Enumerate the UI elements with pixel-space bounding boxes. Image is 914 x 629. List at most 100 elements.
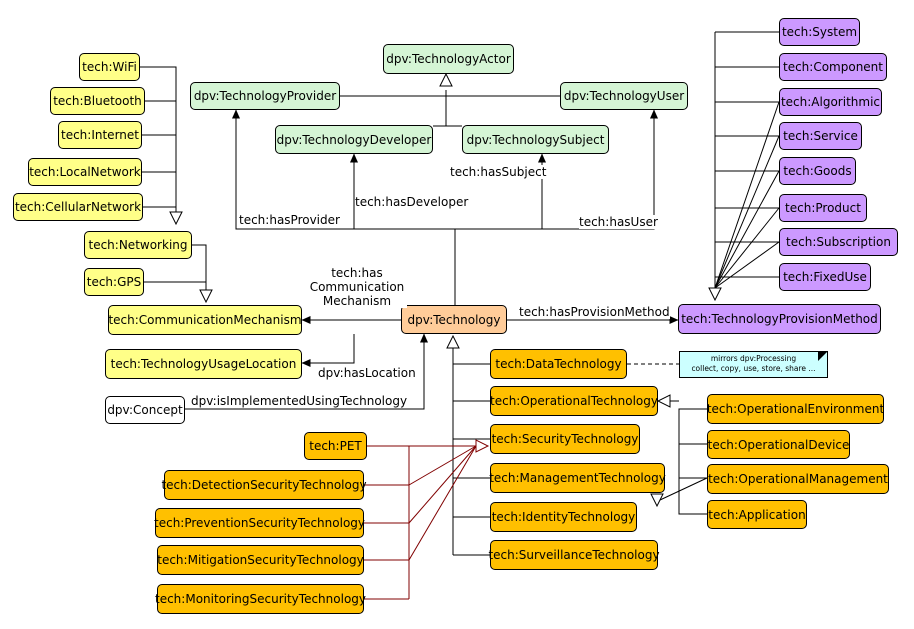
node-technologydeveloper[interactable]: dpv:TechnologyDeveloper: [275, 125, 433, 154]
node-component-label: tech:Component: [782, 60, 883, 74]
node-networking-label: tech:Networking: [88, 238, 188, 252]
node-pet[interactable]: tech:PET: [304, 432, 367, 460]
node-technologydeveloper-label: dpv:TechnologyDeveloper: [276, 132, 432, 147]
label-hascomm-line1: tech:has: [331, 266, 383, 280]
node-operationalenvironment[interactable]: tech:OperationalEnvironment: [707, 394, 884, 424]
node-technologyusagelocation-label: tech:TechnologyUsageLocation: [110, 357, 297, 371]
edge-haslocation: [301, 334, 355, 367]
node-operationaldevice[interactable]: tech:OperationalDevice: [707, 430, 850, 459]
note-line-1: mirrors dpv:Processing: [710, 354, 797, 363]
node-datatechnology-label: tech:DataTechnology: [495, 357, 622, 371]
node-gps[interactable]: tech:GPS: [84, 268, 144, 296]
node-monitoringsecuritytechnology[interactable]: tech:MonitoringSecurityTechnology: [155, 584, 367, 614]
node-detectionsecuritytechnology[interactable]: tech:DetectionSecurityTechnology: [161, 470, 367, 500]
node-application-label: tech:Application: [708, 507, 806, 522]
edge-hasuser: [455, 109, 658, 230]
node-technologyactor[interactable]: dpv:TechnologyActor: [383, 44, 514, 74]
gen-arrow-mgmttech: [650, 493, 664, 508]
label-hascommunicationmechanism: tech:has Communication Mechanism: [307, 266, 407, 308]
node-operationaltechnology[interactable]: tech:OperationalTechnology: [490, 386, 658, 416]
node-technologyprovider[interactable]: dpv:TechnologyProvider: [190, 82, 340, 110]
gen-arrow-technology: [446, 334, 460, 349]
node-service[interactable]: tech:Service: [779, 122, 862, 150]
edge-opmgmt-mgmttech: [659, 477, 708, 501]
edge-fan-c: [408, 445, 477, 561]
node-preventionsecuritytechnology[interactable]: tech:PreventionSecurityTechnology: [154, 508, 365, 538]
node-fixeduse-label: tech:FixedUse: [783, 270, 867, 284]
node-cellularnetwork[interactable]: tech:CellularNetwork: [13, 193, 143, 221]
label-haslocation: dpv:hasLocation: [318, 366, 416, 380]
node-system[interactable]: tech:System: [779, 18, 860, 46]
edge-wifi-networking: [140, 66, 177, 224]
node-application[interactable]: tech:Application: [707, 500, 807, 529]
node-communicationmechanism-label: tech:CommunicationMechanism: [108, 313, 302, 327]
edge-fan-5: [714, 241, 780, 289]
note-line-2: collect, copy, use, store, share ...: [691, 364, 816, 373]
node-technologyprovisionmethod[interactable]: tech:TechnologyProvisionMethod: [678, 304, 881, 334]
node-operationaltechnology-label: tech:OperationalTechnology: [490, 394, 658, 408]
gen-arrow-networking: [169, 211, 183, 226]
node-operationalenvironment-label: tech:OperationalEnvironment: [706, 402, 885, 416]
node-detectionsecuritytechnology-label: tech:DetectionSecurityTechnology: [161, 478, 367, 492]
note-data-technology: mirrors dpv:Processing collect, copy, us…: [679, 351, 828, 378]
node-technologyprovider-label: dpv:TechnologyProvider: [193, 89, 337, 103]
node-surveillancetechnology[interactable]: tech:SurveillanceTechnology: [488, 540, 660, 570]
node-preventionsecuritytechnology-label: tech:PreventionSecurityTechnology: [154, 516, 365, 530]
label-hasuser: tech:hasUser: [579, 215, 658, 229]
node-technologyusagelocation[interactable]: tech:TechnologyUsageLocation: [105, 349, 302, 379]
node-securitytechnology-label: tech:SecurityTechnology: [491, 432, 639, 446]
edge-fan-2: [714, 135, 780, 289]
node-technology[interactable]: dpv:Technology: [401, 305, 507, 334]
node-managementtechnology-label: tech:ManagementTechnology: [489, 471, 666, 485]
note-fold-icon: [818, 351, 828, 361]
node-mitigationsecuritytechnology[interactable]: tech:MitigationSecurityTechnology: [157, 545, 364, 575]
node-securitytechnology[interactable]: tech:SecurityTechnology: [490, 424, 640, 454]
node-cellularnetwork-label: tech:CellularNetwork: [14, 200, 142, 214]
node-surveillancetechnology-label: tech:SurveillanceTechnology: [488, 548, 660, 562]
node-managementtechnology[interactable]: tech:ManagementTechnology: [489, 463, 666, 493]
edge-fan-3: [714, 170, 780, 289]
node-component[interactable]: tech:Component: [779, 53, 887, 81]
node-monitoringsecuritytechnology-label: tech:MonitoringSecurityTechnology: [155, 592, 367, 606]
node-internet-label: tech:Internet: [61, 128, 139, 142]
node-internet[interactable]: tech:Internet: [58, 121, 142, 149]
node-subscription-label: tech:Subscription: [786, 235, 891, 249]
node-algorithmic-label: tech:Algorithmic: [780, 95, 881, 109]
gen-arrow-optech: [656, 394, 671, 408]
node-operationalmanagement-label: tech:OperationalManagement: [708, 472, 888, 486]
edge-networking-commmech: [192, 244, 207, 290]
gen-arrow-sectech: [475, 439, 490, 453]
label-hascomm-line2: Communication: [309, 280, 405, 294]
node-datatechnology[interactable]: tech:DataTechnology: [490, 349, 627, 379]
node-goods[interactable]: tech:Goods: [779, 157, 856, 185]
node-service-label: tech:Service: [783, 129, 858, 143]
node-algorithmic[interactable]: tech:Algorithmic: [779, 88, 882, 116]
node-fixeduse[interactable]: tech:FixedUse: [779, 263, 871, 291]
node-technologysubject[interactable]: dpv:TechnologySubject: [462, 125, 609, 154]
node-operationaldevice-label: tech:OperationalDevice: [707, 437, 850, 452]
node-networking[interactable]: tech:Networking: [84, 231, 192, 259]
node-gps-label: tech:GPS: [86, 275, 142, 289]
node-concept-label: dpv:Concept: [107, 403, 183, 417]
label-isimplementedusingtechnology: dpv:isImplementedUsingTechnology: [191, 394, 408, 408]
node-wifi[interactable]: tech:WiFi: [79, 53, 140, 81]
node-operationalmanagement[interactable]: tech:OperationalManagement: [707, 464, 889, 494]
node-subscription[interactable]: tech:Subscription: [779, 228, 898, 256]
node-communicationmechanism[interactable]: tech:CommunicationMechanism: [108, 305, 302, 335]
node-product[interactable]: tech:Product: [779, 194, 867, 222]
node-pet-label: tech:PET: [309, 439, 362, 453]
node-technologyuser[interactable]: dpv:TechnologyUser: [560, 82, 688, 110]
node-technologyactor-label: dpv:TechnologyActor: [386, 52, 511, 66]
label-hassubject: tech:hasSubject: [450, 165, 547, 179]
label-hasprovisionmethod: tech:hasProvisionMethod: [519, 305, 670, 319]
edge-hasprovider: [232, 109, 455, 230]
node-bluetooth[interactable]: tech:Bluetooth: [50, 87, 145, 115]
node-identitytechnology[interactable]: tech:IdentityTechnology: [490, 502, 637, 532]
node-concept[interactable]: dpv:Concept: [105, 396, 185, 424]
node-bluetooth-label: tech:Bluetooth: [53, 94, 142, 108]
node-identitytechnology-label: tech:IdentityTechnology: [491, 510, 636, 524]
node-localnetwork-label: tech:LocalNetwork: [29, 165, 141, 179]
node-localnetwork[interactable]: tech:LocalNetwork: [28, 158, 142, 186]
edge-fan-1: [714, 101, 780, 289]
